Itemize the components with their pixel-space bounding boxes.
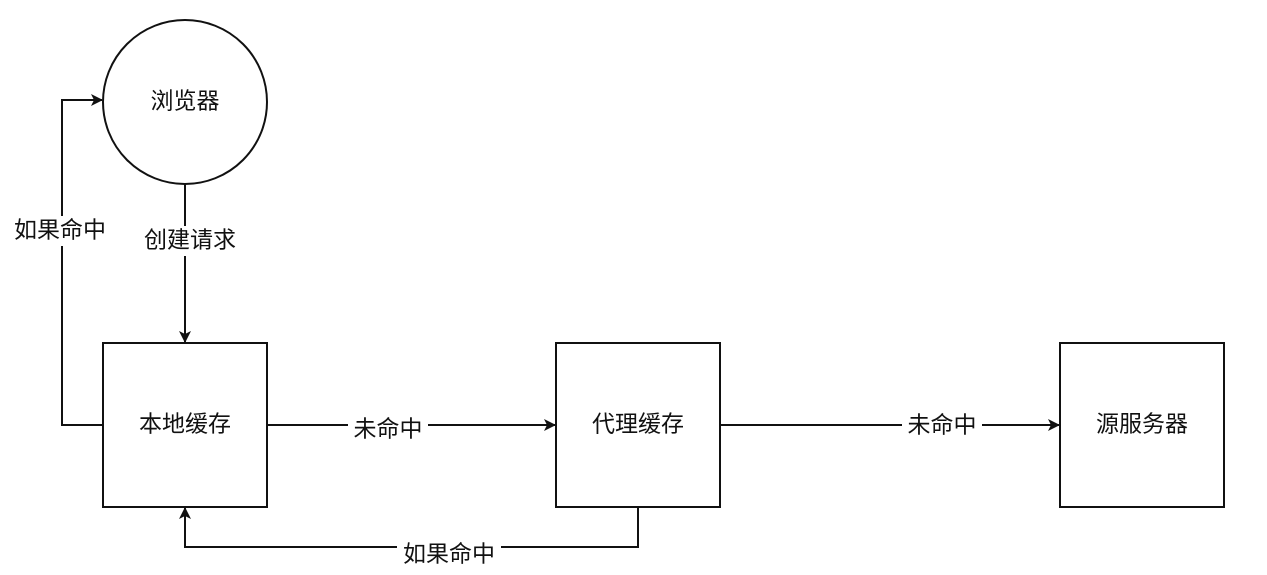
local-cache-node: 本地缓存 <box>102 342 268 508</box>
edge-create-request: 创建请求 <box>138 184 242 343</box>
edge-miss-local-to-proxy: 未命中 <box>267 414 556 444</box>
proxy-cache-box <box>555 342 721 508</box>
edge-hit-left: 如果命中 <box>8 94 112 426</box>
edge-hit-left-label: 如果命中 <box>14 218 106 244</box>
edge-create-request-label: 创建请求 <box>144 228 236 254</box>
edge-miss-proxy-to-origin-label: 未命中 <box>908 413 977 439</box>
edge-hit-bottom-label: 如果命中 <box>403 542 495 568</box>
proxy-cache-label: 代理缓存 <box>592 412 684 438</box>
edge-hit-bottom: 如果命中 <box>179 507 639 570</box>
origin-server-label: 源服务器 <box>1096 412 1188 438</box>
edge-hit-left-line <box>61 94 103 426</box>
origin-server-box <box>1059 342 1225 508</box>
local-cache-box <box>102 342 268 508</box>
edge-miss-proxy-to-origin-label-bg <box>902 411 982 441</box>
browser-node: 浏览器 <box>102 19 268 185</box>
edge-miss-local-to-proxy-label: 未命中 <box>354 417 423 443</box>
browser-label: 浏览器 <box>151 89 220 115</box>
origin-server-node: 源服务器 <box>1059 342 1225 508</box>
proxy-cache-node: 代理缓存 <box>555 342 721 508</box>
edge-miss-proxy-to-origin: 未命中 <box>720 411 1060 441</box>
edge-create-request-label-bg <box>138 226 242 256</box>
edge-hit-left-label-bg <box>8 216 112 246</box>
edge-hit-bottom-label-bg <box>397 540 501 570</box>
edge-miss-local-to-proxy-label-bg <box>348 414 428 444</box>
local-cache-label: 本地缓存 <box>139 412 231 438</box>
